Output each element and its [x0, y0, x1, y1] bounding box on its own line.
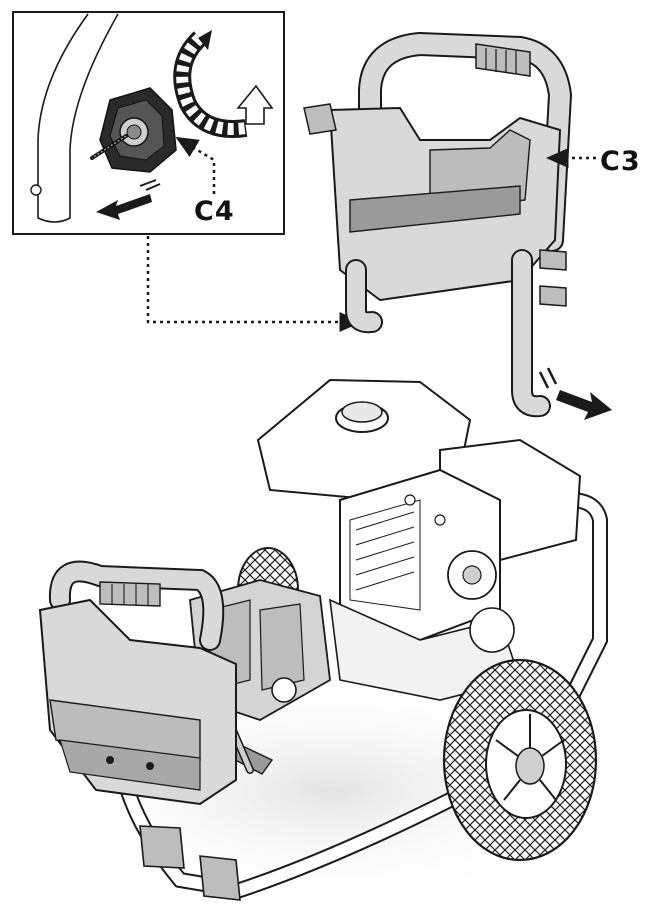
- inset-connector-line: [146, 236, 362, 332]
- slide-direction-arrow-icon: [538, 367, 612, 420]
- detail-inset: [12, 11, 285, 235]
- wheel-icon: [442, 658, 598, 862]
- inset-frame-tube: [37, 13, 119, 223]
- c4-pointer-line: [175, 136, 216, 194]
- pull-direction-arrow-icon: [96, 179, 161, 220]
- callout-c3: C3: [600, 146, 641, 177]
- rotation-arrow-icon: [173, 30, 274, 138]
- callout-c4: C4: [194, 196, 235, 227]
- installed-handle-frame-icon: [38, 560, 241, 901]
- handle-frame-icon: [303, 31, 573, 418]
- hose-reel-knob-icon: [90, 87, 177, 173]
